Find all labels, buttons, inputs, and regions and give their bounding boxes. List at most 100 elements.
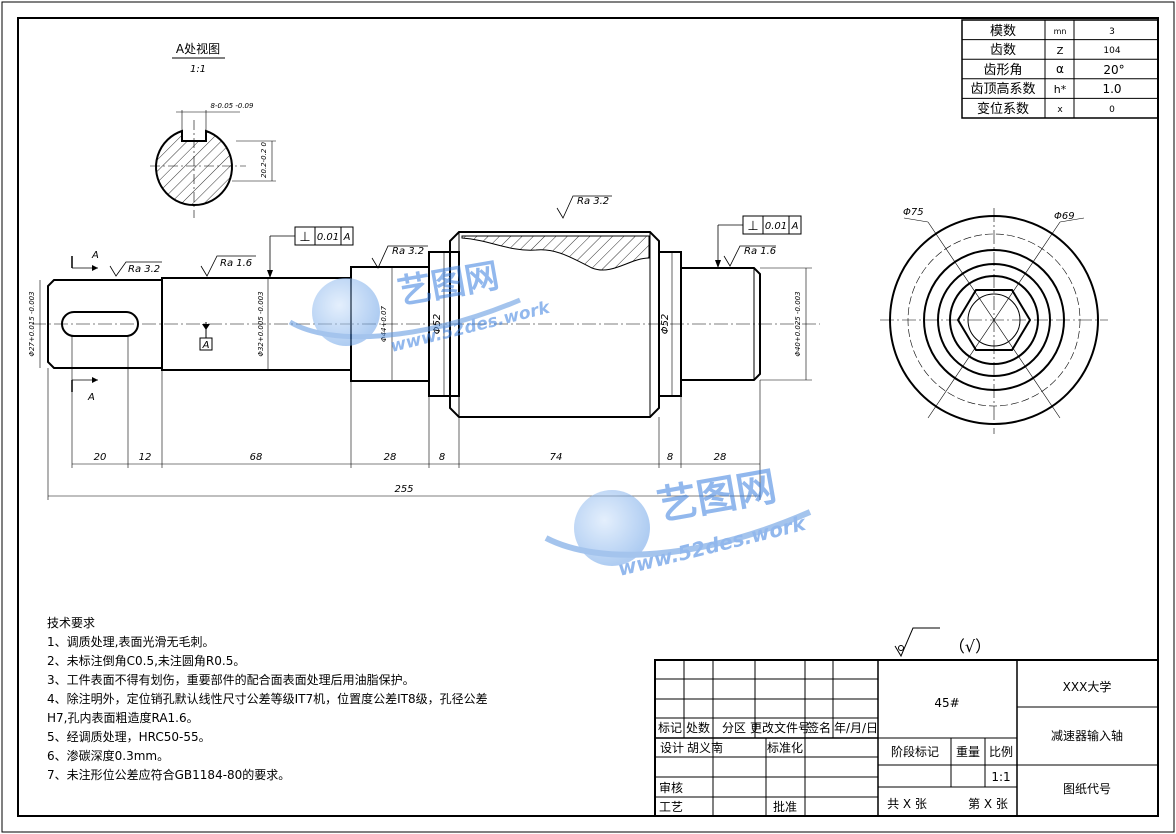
watermark-brand-1: 艺图网 (395, 256, 502, 313)
tolerance-left-symbol: ⊥ (299, 230, 310, 245)
tech-requirements-title: 技术要求 (47, 616, 96, 630)
tolerance-right-symbol: ⊥ (747, 219, 758, 234)
tech-item: 6、渗碳深度0.3mm。 (47, 749, 170, 763)
tolerance-left-value: 0.01 (317, 232, 339, 243)
tb-school: XXX大学 (1063, 679, 1112, 694)
tech-requirements: 技术要求 1、调质处理,表面光滑无毛刺。 2、未标注倒角C0.5,未注圆角R0.… (47, 614, 587, 785)
length-l4: 28 (384, 452, 397, 463)
end-view-d-outer: Φ75 (903, 207, 924, 218)
diameter-dimensions (39, 252, 812, 396)
inner-border (17, 17, 1159, 817)
tb-zone: 分区 (722, 721, 746, 735)
watermark-globe-icon (312, 278, 380, 346)
watermark-1: 艺图网 www.52des.work (288, 256, 553, 357)
tech-item: 5、经调质处理，HRC50-55。 (47, 730, 211, 744)
general-roughness-text: （√） (949, 637, 991, 656)
tech-item: 3、工件表面不得有划伤，重要部件的配合面表面处理后用油脂保护。 (47, 673, 415, 687)
roughness-4: Ra 3.2 (577, 196, 609, 207)
section-mark-bottom: A (87, 392, 95, 403)
param-label-addendum: 齿顶高系数 (970, 81, 1035, 97)
param-label-module: 模数 (990, 24, 1016, 39)
tb-approve: 批准 (773, 799, 797, 814)
tb-scale-label: 比例 (989, 745, 1013, 759)
roughness-2: Ra 1.6 (220, 258, 252, 269)
length-l1: 20 (94, 452, 107, 463)
param-label-pressure-angle: 齿形角 (983, 63, 1022, 78)
general-roughness-mark: （√） (894, 627, 991, 658)
tech-item: 1、调质处理,表面光滑无毛刺。 (47, 635, 215, 649)
gear-parameter-table: 模数 mn 3 齿数 Z 104 齿形角 α 20° 齿顶高系数 h* 1.0 … (961, 19, 1159, 119)
tech-item: 2、未标注倒角C0.5,未注圆角R0.5。 (47, 654, 246, 668)
tb-change-doc: 更改文件号 (750, 720, 810, 735)
tech-item: 4、除注明外，定位销孔默认线性尺寸公差等级IT7机，位置度公差IT8级，孔径公差 (47, 692, 488, 706)
tb-weight: 重量 (956, 745, 980, 759)
param-value-teeth: 104 (1103, 46, 1120, 56)
length-l8: 28 (714, 452, 727, 463)
tolerance-left-datum: A (343, 232, 351, 243)
tb-sheet-no: 第 X 张 (968, 797, 1008, 811)
tolerance-right-datum: A (791, 221, 799, 232)
section-view-scale: 1:1 (190, 64, 206, 75)
section-cut-marks: A A (71, 250, 99, 403)
tb-scale-value: 1:1 (991, 770, 1010, 784)
title-block (654, 659, 1159, 817)
param-label-teeth: 齿数 (990, 43, 1016, 58)
roughness-3: Ra 3.2 (392, 246, 424, 257)
tb-drawing-no-label: 图纸代号 (1063, 782, 1111, 796)
roughness-5: Ra 1.6 (744, 246, 776, 257)
tolerance-frame-right: ⊥ 0.01 A (715, 215, 802, 268)
datum-label: A (202, 340, 210, 351)
diameter-d2: Φ32+0.005 -0.003 (257, 291, 265, 356)
datum-a: A (199, 322, 213, 351)
section-mark-top: A (91, 250, 99, 261)
length-l6: 74 (550, 452, 563, 463)
watermark-2: 艺图网 www.52des.work (544, 464, 812, 581)
tb-mark: 标记 (658, 721, 682, 735)
length-l2: 12 (139, 452, 152, 463)
diameter-d4: Φ52 (432, 314, 443, 335)
watermark-brand-2: 艺图网 (654, 464, 780, 530)
tb-count: 处数 (686, 720, 710, 735)
tb-date: 年/月/日 (834, 721, 878, 735)
param-symbol-module: mn (1054, 27, 1067, 36)
length-dimensions (47, 336, 761, 500)
param-symbol-addendum: h* (1054, 83, 1067, 96)
diameter-d1: Φ27+0.015 -0.003 (28, 291, 36, 356)
keyway-width-dim: 8-0.05 -0.09 (211, 102, 254, 110)
tb-design: 设计 (660, 741, 684, 755)
tolerance-right-value: 0.01 (765, 221, 787, 232)
section-view-title: A处视图 (176, 41, 220, 56)
param-value-shift: 0 (1109, 105, 1115, 115)
length-l7: 8 (667, 452, 673, 463)
section-view-a: A处视图 1:1 8-0.05 -0.09 20.2-0.2 0 (150, 41, 276, 218)
end-view (880, 208, 1108, 434)
param-symbol-pressure-angle: α (1056, 62, 1064, 76)
tb-stage-mark: 阶段标记 (891, 744, 939, 759)
param-label-shift: 变位系数 (977, 101, 1029, 117)
tech-item: 7、未注形位公差应符合GB1184-80的要求。 (47, 768, 291, 782)
tb-review: 审核 (659, 780, 683, 795)
roughness-1: Ra 3.2 (128, 264, 160, 275)
watermark-globe-icon (574, 490, 650, 566)
tech-item: H7,孔内表面粗造度RA1.6。 (47, 711, 199, 725)
end-view-d-inner: Φ69 (1054, 211, 1075, 222)
length-total: 255 (394, 484, 413, 495)
param-value-addendum: 1.0 (1102, 82, 1121, 96)
roughness-symbols (109, 195, 776, 277)
shaft-main-view (32, 231, 820, 418)
tb-material: 45# (934, 696, 959, 710)
length-l5: 8 (439, 452, 445, 463)
param-symbol-teeth: Z (1057, 46, 1064, 57)
tb-designer: 胡义南 (687, 740, 723, 755)
param-value-pressure-angle: 20° (1103, 63, 1124, 77)
keyway-depth-dim: 20.2-0.2 0 (260, 141, 268, 177)
param-symbol-shift: x (1057, 105, 1063, 115)
diameter-d3: Φ44+0.07 (380, 306, 388, 342)
tb-sign: 签名 (807, 720, 831, 735)
tb-process: 工艺 (659, 800, 683, 814)
tb-total-sheets: 共 X 张 (887, 797, 927, 811)
tolerance-frame-left: ⊥ 0.01 A (267, 226, 354, 278)
diameter-d6: Φ40+0.025 -0.003 (794, 291, 802, 356)
